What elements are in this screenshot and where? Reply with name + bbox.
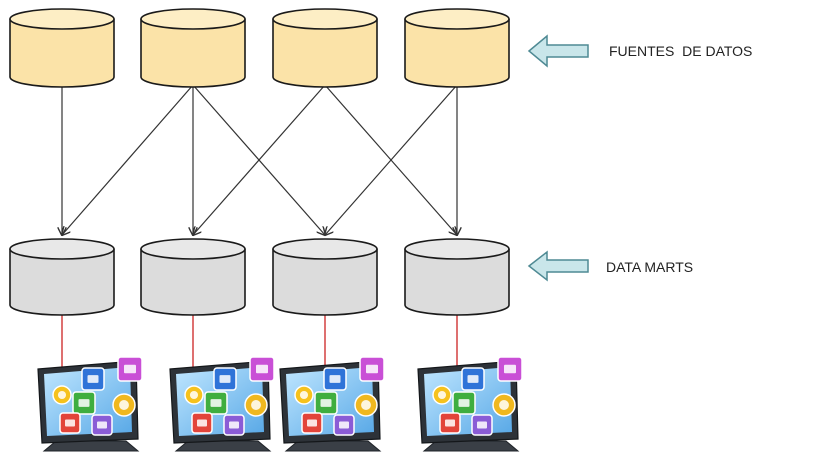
tools-icon — [72, 391, 96, 415]
workstation-icon — [169, 356, 275, 452]
settings-icon — [244, 393, 268, 417]
flow-arrows — [62, 84, 458, 235]
data-mart-database — [140, 238, 246, 316]
settings-icon — [112, 393, 136, 417]
data-mart-database — [9, 238, 115, 316]
data-mart-database — [272, 238, 378, 316]
document-icon — [81, 367, 105, 391]
network-icon — [223, 414, 245, 436]
flow-arrow — [62, 84, 194, 235]
monitor-icon — [497, 356, 523, 382]
flow-arrow — [193, 84, 326, 235]
document-icon — [213, 367, 237, 391]
data-mart-databases — [9, 238, 510, 316]
mail-icon — [191, 412, 213, 434]
source-database — [9, 8, 115, 88]
network-icon — [91, 414, 113, 436]
source-database — [140, 8, 246, 88]
clock-icon — [432, 385, 452, 405]
mail-icon — [439, 412, 461, 434]
settings-icon — [354, 393, 378, 417]
workstation-icon — [417, 356, 523, 452]
data-marts-callout: DATA MARTS — [527, 250, 693, 282]
mail-icon — [301, 412, 323, 434]
network-icon — [471, 414, 493, 436]
document-icon — [461, 367, 485, 391]
monitor-icon — [359, 356, 385, 382]
tools-icon — [314, 391, 338, 415]
data-marts-label: DATA MARTS — [606, 259, 693, 275]
document-icon — [323, 367, 347, 391]
monitor-icon — [117, 356, 143, 382]
sources-label: FUENTES DE DATOS — [609, 43, 752, 59]
flow-arrow — [325, 84, 458, 235]
network-icon — [333, 414, 355, 436]
settings-icon — [492, 393, 516, 417]
clock-icon — [52, 385, 72, 405]
workstations — [37, 356, 523, 452]
mail-icon — [59, 412, 81, 434]
workstation-icon — [279, 356, 385, 452]
clock-icon — [184, 385, 204, 405]
left-arrow-icon — [527, 34, 589, 68]
source-database — [272, 8, 378, 88]
data-mart-database — [404, 238, 510, 316]
workstation-icon — [37, 356, 143, 452]
source-databases — [9, 8, 510, 88]
tools-icon — [452, 391, 476, 415]
clock-icon — [294, 385, 314, 405]
tools-icon — [204, 391, 228, 415]
left-arrow-icon — [527, 250, 589, 282]
monitor-icon — [249, 356, 275, 382]
source-database — [404, 8, 510, 88]
sources-callout: FUENTES DE DATOS — [527, 34, 752, 68]
